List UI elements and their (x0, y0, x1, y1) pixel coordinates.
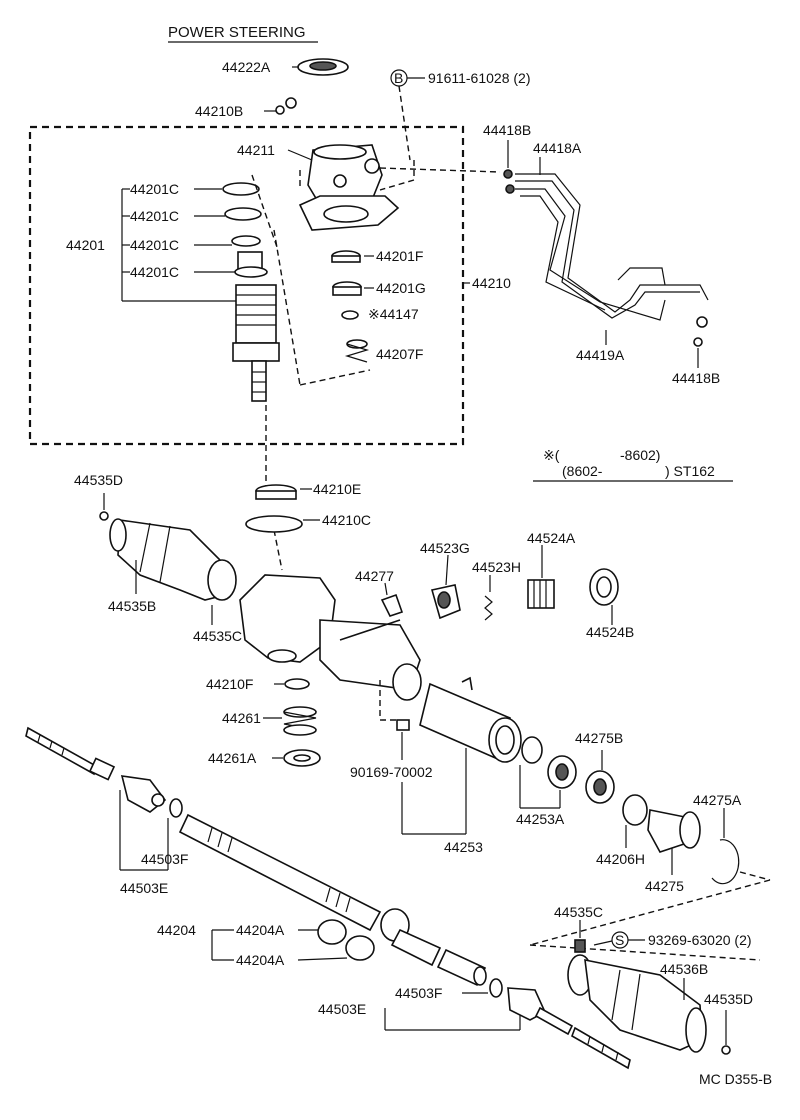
label-44201: 44201 (66, 237, 105, 253)
pressure-pipes-44418a-44419a (515, 173, 709, 321)
label-44535b: 44535B (108, 598, 156, 614)
plug-44210b (275, 97, 297, 115)
label-44503e-top: 44503E (120, 880, 168, 896)
oring-44210c (245, 515, 303, 533)
seal-44210e (255, 484, 297, 500)
label-44523g: 44523G (420, 540, 470, 556)
rack-end-bearing-group (521, 736, 740, 885)
label-44418a: 44418A (533, 140, 582, 156)
diagram-code: MC D355-B (699, 1071, 772, 1087)
label-44201c-2: 44201C (130, 208, 179, 224)
valve-assembly-box (28, 125, 465, 446)
svg-text:B: B (394, 70, 403, 86)
label-44204: 44204 (157, 922, 196, 938)
label-44204a-2: 44204A (236, 952, 285, 968)
label-44201c-1: 44201C (130, 181, 179, 197)
boot-44536b (567, 954, 707, 1053)
label-44201c-4: 44201C (130, 264, 179, 280)
label-44210b: 44210B (195, 103, 243, 119)
label-44275b: 44275B (575, 730, 623, 746)
label-44222a: 44222A (222, 59, 271, 75)
label-44210f: 44210F (206, 676, 253, 692)
label-44535c-top: 44535C (193, 628, 242, 644)
label-44524b: 44524B (586, 624, 634, 640)
label-44206h: 44206H (596, 851, 645, 867)
label-44419a: 44419A (576, 347, 625, 363)
label-90169: 90169-70002 (350, 764, 433, 780)
svg-text:) ST162: ) ST162 (665, 463, 715, 479)
tie-rod-end-right (489, 978, 631, 1070)
rack-housing (239, 574, 422, 701)
seal-44210f (284, 678, 310, 690)
label-91611: 91611-61028 (2) (428, 70, 530, 86)
svg-text:(8602-: (8602- (562, 463, 603, 479)
clamp-44535d-bottom (721, 1045, 731, 1055)
label-44207f: 44207F (376, 346, 423, 362)
note-box: ※( -8602) (8602- ) ST162 (533, 447, 733, 482)
svg-text:※(: ※( (543, 447, 560, 463)
valve-housing-44211 (298, 144, 400, 231)
cylinder-tube-44253 (419, 676, 522, 763)
label-44275: 44275 (645, 878, 684, 894)
ring-44204a-1 (317, 919, 347, 945)
label-44261: 44261 (222, 710, 261, 726)
ring-44204a-2 (345, 935, 375, 961)
label-44277: 44277 (355, 568, 394, 584)
label-44418b-bottom: 44418B (672, 370, 720, 386)
steering-rack-44204 (178, 813, 487, 987)
svg-text:S: S (615, 932, 624, 948)
label-44503f-bottom: 44503F (395, 985, 442, 1001)
plug-90169 (396, 719, 410, 731)
label-44535d-bottom: 44535D (704, 991, 753, 1007)
label-44418b-top: 44418B (483, 122, 531, 138)
clamp-44535d-top (99, 511, 109, 521)
diagram-title: POWER STEERING (168, 24, 306, 41)
label-44535c-bottom: 44535C (554, 904, 603, 920)
oil-seal-44222a (297, 58, 349, 76)
label-44536b: 44536B (660, 961, 708, 977)
label-44253a: 44253A (516, 811, 565, 827)
label-44523h: 44523H (472, 559, 521, 575)
label-44524a: 44524A (527, 530, 576, 546)
label-44210c: 44210C (322, 512, 371, 528)
locknut-44261a (283, 749, 321, 767)
label-44503e-bottom: 44503E (318, 1001, 366, 1017)
svg-text:-8602): -8602) (620, 447, 660, 463)
clamp-44535c-bottom (574, 939, 586, 953)
label-44204a-1: 44204A (236, 922, 285, 938)
label-44201c-3: 44201C (130, 237, 179, 253)
label-44253: 44253 (444, 839, 483, 855)
boot-44535b (109, 518, 237, 601)
valve-seals-group (331, 250, 370, 363)
label-44201g: 44201G (376, 280, 426, 296)
label-44275a: 44275A (693, 792, 742, 808)
label-44535d-top: 44535D (74, 472, 123, 488)
tie-rod-end-left (25, 726, 183, 818)
part-44277 (380, 593, 404, 617)
rack-guide-group (430, 568, 619, 621)
label-44147: ※44147 (368, 306, 419, 322)
bolt-b-marker: B (390, 69, 408, 87)
control-valve-44201 (222, 182, 280, 402)
label-44503f-top: 44503F (141, 851, 188, 867)
label-44261a: 44261A (208, 750, 257, 766)
label-44210e: 44210E (313, 481, 361, 497)
label-44210: 44210 (472, 275, 511, 291)
label-44211: 44211 (237, 142, 275, 158)
label-44201f: 44201F (376, 248, 423, 264)
spring-44261 (283, 706, 317, 736)
label-93269: 93269-63020 (2) (648, 932, 752, 948)
